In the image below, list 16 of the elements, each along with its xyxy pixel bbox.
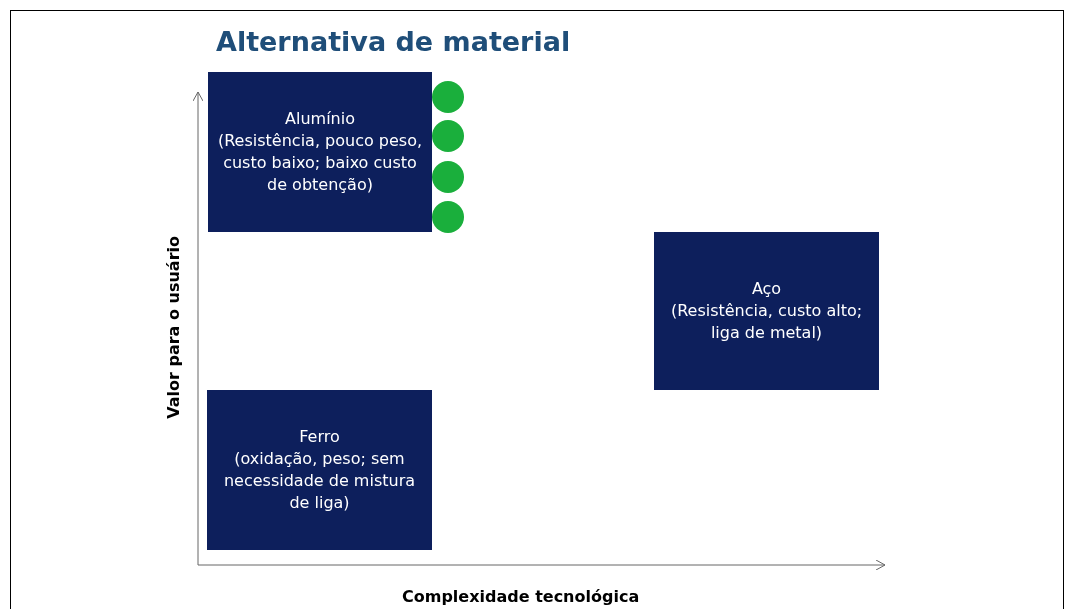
rating-dot	[432, 81, 464, 113]
material-description: (Resistência, pouco peso, custo baixo; baixo custo de obtenção)	[216, 130, 423, 196]
title: Alternativa de material	[216, 26, 571, 57]
rating-dot	[432, 161, 464, 193]
material-description: (oxidação, peso; sem necessidade de mistura de liga)	[222, 448, 416, 514]
material-box	[207, 390, 432, 550]
material-name: Aço	[751, 278, 782, 300]
x-axis-label: Complexidade tecnológica	[402, 587, 640, 606]
material-name: Alumínio	[285, 108, 355, 130]
material-box	[654, 232, 879, 390]
y-axis-label: Valor para o usuário	[164, 236, 183, 419]
material-name: Ferro	[299, 426, 340, 448]
rating-dot	[432, 201, 464, 233]
material-description: (Resistência, custo alto; liga de metal)	[669, 300, 864, 344]
rating-dot	[432, 120, 464, 152]
material-box	[208, 72, 432, 232]
